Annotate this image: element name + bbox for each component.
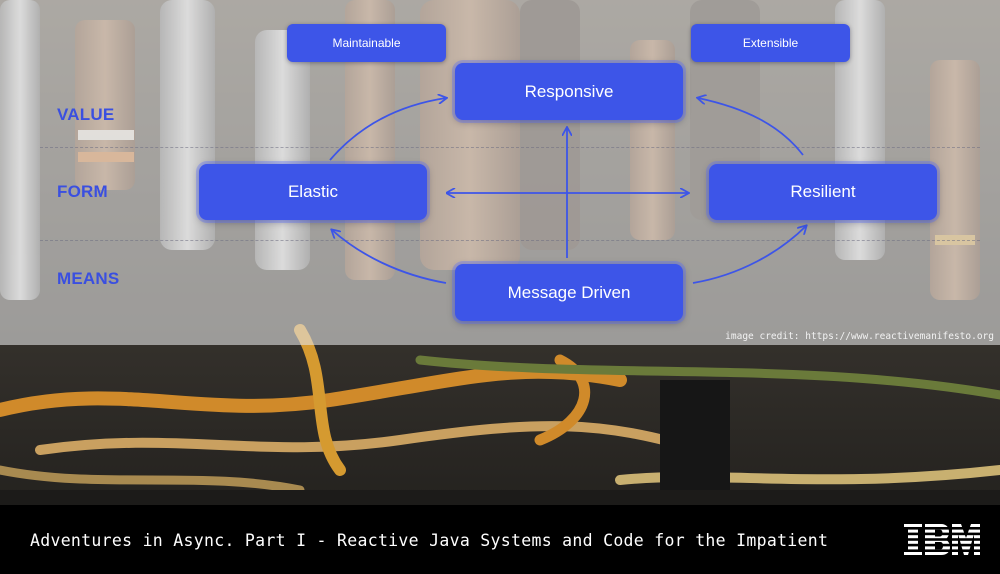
- layer-label-means: MEANS: [57, 269, 120, 288]
- message-driven-label: Message Driven: [507, 282, 631, 302]
- elastic-box: Elastic: [199, 164, 427, 220]
- extensible-box: Extensible: [691, 24, 850, 62]
- arrow-message-to-resilient: [692, 226, 806, 284]
- responsive-label: Responsive: [524, 81, 614, 101]
- layer-label-form: FORM: [57, 182, 108, 201]
- resilient-label: Resilient: [790, 182, 856, 201]
- ibm-logo: [904, 524, 980, 555]
- elastic-label: Elastic: [287, 182, 339, 201]
- maintainable-label: Maintainable: [332, 36, 401, 50]
- arrow-resilient-to-responsive: [698, 98, 804, 156]
- value-form-divider: [40, 147, 980, 148]
- arrow-message-to-elastic: [332, 230, 447, 284]
- layer-label-value: VALUE: [57, 105, 115, 124]
- message-driven-box: Message Driven: [455, 264, 683, 321]
- form-means-divider: [40, 240, 980, 241]
- arrow-elastic-to-responsive: [329, 98, 446, 161]
- presentation-title: Adventures in Async. Part I - Reactive J…: [30, 531, 829, 550]
- extensible-label: Extensible: [742, 36, 799, 50]
- image-credit: image credit: https://www.reactivemanife…: [725, 331, 994, 342]
- footer-bar: Adventures in Async. Part I - Reactive J…: [0, 505, 1000, 574]
- diagram-arrows: [329, 0, 1000, 284]
- resilient-box: Resilient: [709, 164, 937, 220]
- responsive-box: Responsive: [455, 63, 683, 120]
- maintainable-box: Maintainable: [287, 24, 446, 62]
